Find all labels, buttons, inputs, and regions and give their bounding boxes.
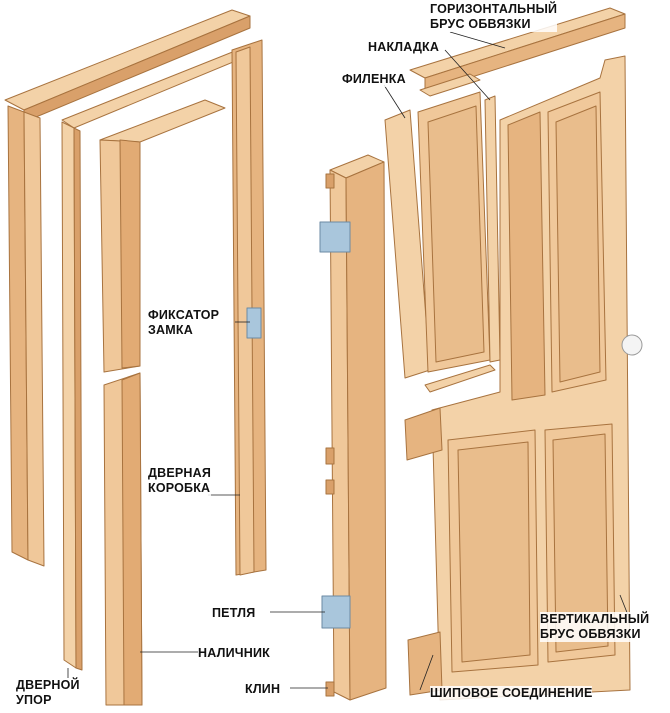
label-line: КОРОБКА — [148, 481, 211, 495]
label-line: ФИКСАТОР — [148, 308, 220, 322]
panel — [384, 91, 501, 393]
label-hinge: ПЕТЛЯ — [212, 606, 256, 621]
casing — [99, 99, 226, 706]
label-line: ДВЕРНАЯ — [148, 466, 212, 480]
label-horizontal-rail: ГОРИЗОНТАЛЬНЫЙ БРУС ОБВЯЗКИ — [430, 2, 558, 32]
label-tenon-joint: ШИПОВОЕ СОЕДИНЕНИЕ — [430, 686, 593, 701]
door-leaf — [404, 55, 643, 701]
label-line: ЗАМКА — [148, 323, 193, 337]
label-line: БРУС ОБВЯЗКИ — [540, 627, 641, 641]
horizontal-rail — [409, 7, 626, 97]
label-lock-strike: ФИКСАТОР ЗАМКА — [148, 308, 220, 338]
label-panel: ФИЛЕНКА — [342, 72, 406, 87]
label-line: ГОРИЗОНТАЛЬНЫЙ — [430, 2, 558, 16]
label-line: ВЕРТИКАЛЬНЫЙ — [540, 612, 650, 626]
label-line: ДВЕРНОЙ — [16, 678, 80, 692]
label-door-stop: ДВЕРНОЙ УПОР — [16, 678, 80, 708]
door-frame-left — [4, 9, 267, 671]
label-vertical-stile: ВЕРТИКАЛЬНЫЙ БРУС ОБВЯЗКИ — [540, 612, 650, 642]
leader-lines — [67, 31, 629, 691]
hinge-stile — [319, 154, 387, 701]
label-door-frame: ДВЕРНАЯ КОРОБКА — [148, 466, 212, 496]
label-overlay: НАКЛАДКА — [368, 40, 440, 55]
label-casing: НАЛИЧНИК — [198, 646, 270, 661]
label-line: УПОР — [16, 693, 52, 707]
label-line: БРУС ОБВЯЗКИ — [430, 17, 531, 31]
label-wedge: КЛИН — [245, 682, 281, 697]
